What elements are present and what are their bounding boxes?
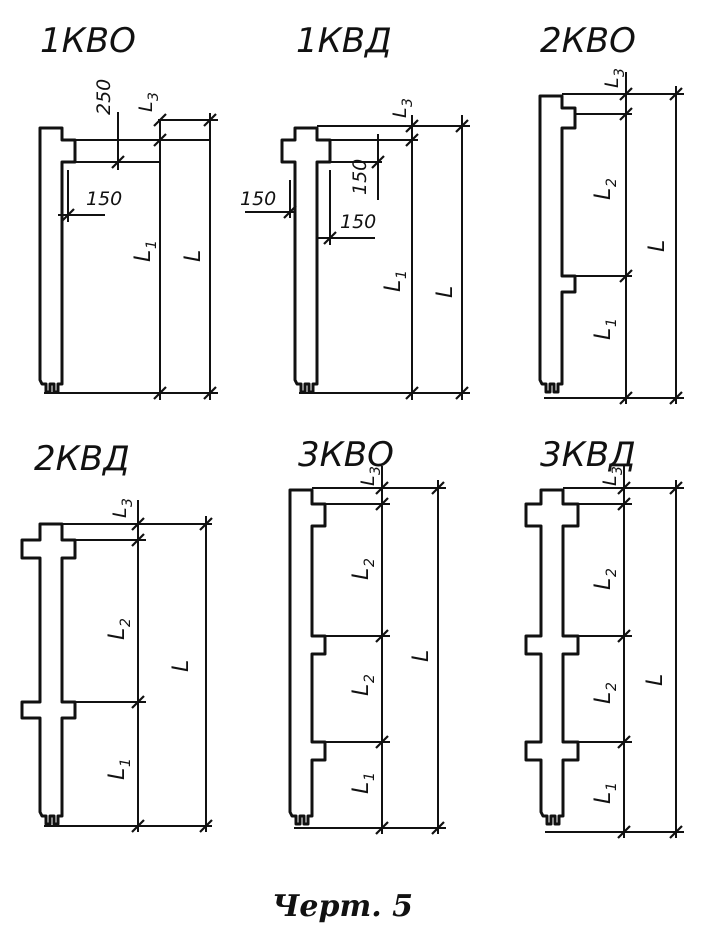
svg-text:3: 3 bbox=[610, 466, 626, 475]
svg-text:250: 250 bbox=[93, 79, 115, 115]
svg-text:3: 3 bbox=[612, 68, 628, 77]
dims-3kvo: L3 L2 L2 L1 L bbox=[294, 466, 446, 835]
svg-text:3: 3 bbox=[120, 498, 136, 507]
svg-text:L: L bbox=[591, 578, 616, 590]
svg-text:150: 150 bbox=[349, 159, 371, 195]
svg-text:L: L bbox=[349, 684, 374, 696]
svg-text:1: 1 bbox=[604, 782, 620, 791]
svg-text:L: L bbox=[381, 280, 406, 292]
column-1kvo bbox=[38, 126, 77, 394]
title-2kvd: 2КВД bbox=[34, 439, 130, 479]
svg-text:3: 3 bbox=[368, 466, 384, 475]
svg-text:2: 2 bbox=[604, 682, 620, 691]
column-1kvd bbox=[280, 126, 332, 394]
diagram-2kvd: 2КВД L3 L2 L1 L bbox=[20, 439, 213, 833]
svg-text:2: 2 bbox=[362, 558, 378, 567]
svg-text:L: L bbox=[169, 660, 194, 672]
svg-text:L: L bbox=[591, 328, 616, 340]
svg-text:L: L bbox=[591, 692, 616, 704]
dims-1kvd: 150 150 150 L3 L1 L bbox=[240, 98, 470, 400]
svg-text:1: 1 bbox=[604, 318, 620, 327]
svg-text:L: L bbox=[389, 107, 411, 118]
column-3kvd bbox=[524, 488, 580, 826]
figure-caption: Черт. 5 bbox=[272, 889, 413, 924]
svg-text:L: L bbox=[643, 674, 668, 686]
title-2kvo: 2КВО bbox=[540, 21, 636, 61]
svg-text:150: 150 bbox=[86, 188, 122, 210]
svg-text:1: 1 bbox=[118, 758, 134, 767]
svg-text:2: 2 bbox=[362, 674, 378, 683]
svg-text:L: L bbox=[591, 792, 616, 804]
column-3kvo bbox=[288, 488, 327, 826]
diagram-2kvo: 2КВО L3 L2 L1 L bbox=[538, 21, 684, 405]
svg-text:L: L bbox=[181, 250, 206, 262]
svg-text:L: L bbox=[109, 507, 131, 518]
svg-text:L: L bbox=[349, 568, 374, 580]
title-1kvd: 1КВД bbox=[296, 21, 392, 61]
diagram-1kvd: 1КВД 150 150 150 L3 L1 L bbox=[240, 21, 470, 400]
svg-text:L: L bbox=[105, 628, 130, 640]
svg-text:L: L bbox=[645, 240, 670, 252]
svg-text:L: L bbox=[433, 286, 458, 298]
column-2kvo bbox=[538, 94, 577, 394]
svg-text:L: L bbox=[599, 475, 621, 486]
title-3kvd: 3КВД bbox=[540, 435, 636, 475]
svg-text:L: L bbox=[105, 768, 130, 780]
title-3kvo: 3КВО bbox=[298, 435, 394, 475]
diagram-3kvd: 3КВД L3 L2 L2 L1 L bbox=[524, 435, 684, 839]
svg-text:150: 150 bbox=[340, 211, 376, 233]
svg-text:L: L bbox=[409, 650, 434, 662]
svg-text:2: 2 bbox=[604, 568, 620, 577]
column-2kvd bbox=[20, 522, 77, 826]
svg-text:L: L bbox=[135, 101, 157, 112]
title-1kvo: 1КВО bbox=[40, 21, 136, 61]
svg-text:2: 2 bbox=[118, 618, 134, 627]
diagram-3kvo: 3КВО L3 L2 L2 L1 L bbox=[288, 435, 446, 835]
dims-2kvo: L3 L2 L1 L bbox=[544, 68, 684, 405]
svg-text:L: L bbox=[349, 782, 374, 794]
dims-3kvd: L3 L2 L2 L1 L bbox=[545, 466, 684, 839]
svg-text:1: 1 bbox=[394, 270, 410, 279]
svg-text:2: 2 bbox=[604, 178, 620, 187]
dims-2kvd: L3 L2 L1 L bbox=[44, 498, 213, 833]
svg-text:L: L bbox=[601, 77, 623, 88]
svg-text:L: L bbox=[591, 188, 616, 200]
svg-text:1: 1 bbox=[144, 240, 160, 249]
diagram-1kvo: 1КВО 250 150 L3 L1 L bbox=[38, 21, 218, 400]
svg-text:3: 3 bbox=[400, 98, 416, 107]
svg-text:3: 3 bbox=[146, 92, 162, 101]
svg-text:L: L bbox=[357, 475, 379, 486]
svg-text:150: 150 bbox=[240, 188, 276, 210]
svg-text:L: L bbox=[131, 250, 156, 262]
svg-text:1: 1 bbox=[362, 772, 378, 781]
dims-1kvo: 250 150 L3 L1 L bbox=[44, 79, 218, 400]
